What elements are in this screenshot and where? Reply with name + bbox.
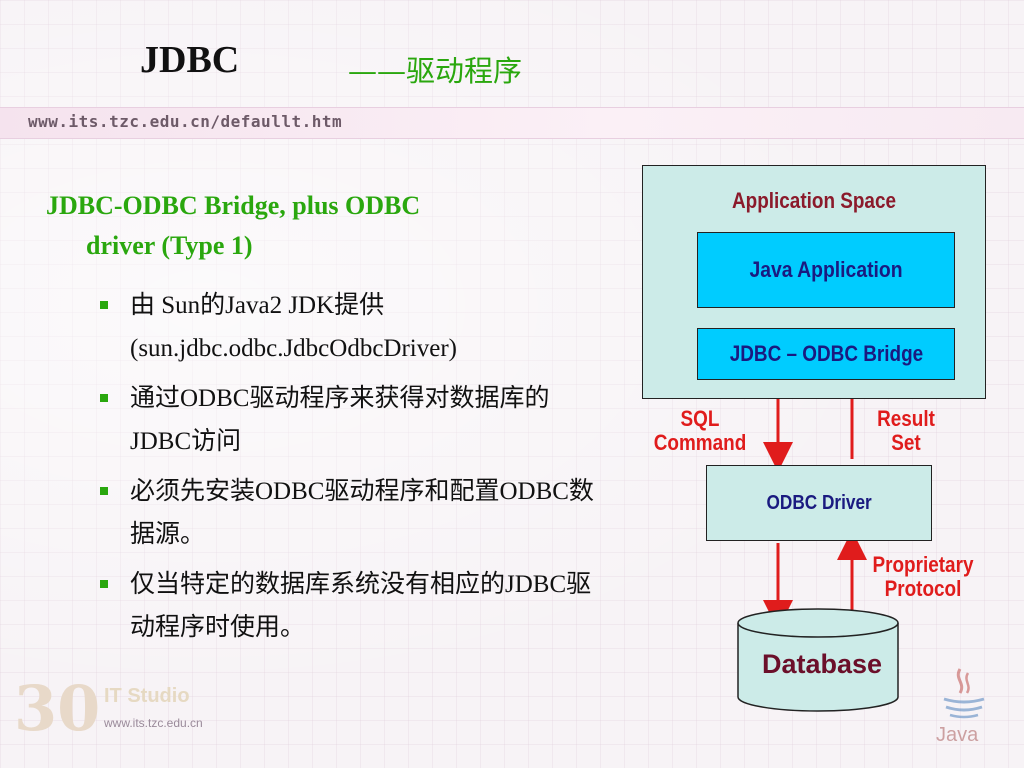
heading-line-1: JDBC-ODBC Bridge, plus ODBC: [46, 191, 421, 220]
it-studio-logo: IT Studio: [104, 685, 190, 707]
database-label: Database: [761, 649, 883, 679]
diagram-connectors: [737, 368, 899, 712]
result-set-label: Result Set: [856, 407, 956, 455]
heading-line-2: driver (Type 1): [86, 231, 253, 260]
protocol-label-line-1: Proprietary: [872, 552, 974, 577]
bullet-list: 由 Sun的Java2 JDK提供 (sun.jdbc.odbc.JdbcOdb…: [100, 284, 600, 656]
anniversary-logo: 30: [14, 672, 101, 745]
java-application-label: Java Application: [749, 257, 903, 282]
bullet-item: 必须先安装ODBC驱动程序和配置ODBC数据源。: [100, 470, 600, 556]
protocol-label-line-2: Protocol: [884, 576, 962, 601]
logo-url: www.its.tzc.edu.cn: [104, 716, 203, 730]
bullet-marker-icon: [100, 394, 108, 402]
database-cylinder: [737, 608, 899, 712]
url-banner: [0, 107, 1024, 139]
slide-title: JDBC: [140, 39, 240, 81]
java-application-box: Java Application: [697, 232, 955, 308]
application-space-box: Application Space Java Application JDBC …: [642, 165, 986, 399]
proprietary-protocol-label: Proprietary Protocol: [856, 553, 990, 601]
result-label-line-1: Result: [877, 406, 935, 431]
bullet-item: 通过ODBC驱动程序来获得对数据库的JDBC访问: [100, 377, 600, 463]
odbc-driver-label: ODBC Driver: [766, 491, 872, 514]
bullet-text: 通过ODBC驱动程序来获得对数据库的JDBC访问: [130, 385, 550, 455]
bullet-marker-icon: [100, 487, 108, 495]
url-text: www.its.tzc.edu.cn/defaullt.htm: [28, 112, 343, 131]
java-logo-text: Java: [936, 724, 979, 746]
bullet-text: 仅当特定的数据库系统没有相应的JDBC驱动程序时使用。: [130, 571, 592, 641]
result-label-line-2: Set: [891, 430, 921, 455]
bullet-text: 由 Sun的Java2 JDK提供 (sun.jdbc.odbc.JdbcOdb…: [130, 292, 457, 362]
application-space-label: Application Space: [731, 188, 897, 213]
sql-label-line-1: SQL: [680, 406, 720, 431]
java-cup-icon: [943, 668, 985, 719]
sql-command-label: SQL Command: [630, 407, 770, 455]
bullet-item: 由 Sun的Java2 JDK提供 (sun.jdbc.odbc.JdbcOdb…: [100, 284, 600, 370]
bullet-marker-icon: [100, 580, 108, 588]
bullet-marker-icon: [100, 301, 108, 309]
sql-label-line-2: Command: [653, 430, 747, 455]
odbc-driver-box: ODBC Driver: [706, 465, 932, 541]
architecture-diagram: Application Space Java Application JDBC …: [630, 165, 990, 725]
slide-subtitle: ——驱动程序: [348, 54, 523, 88]
jdbc-odbc-bridge-label: JDBC – ODBC Bridge: [729, 341, 923, 366]
bullet-text: 必须先安装ODBC驱动程序和配置ODBC数据源。: [130, 478, 594, 548]
section-heading: JDBC-ODBC Bridge, plus ODBC driver (Type…: [46, 186, 566, 266]
bullet-item: 仅当特定的数据库系统没有相应的JDBC驱动程序时使用。: [100, 563, 600, 649]
jdbc-odbc-bridge-box: JDBC – ODBC Bridge: [697, 328, 955, 380]
